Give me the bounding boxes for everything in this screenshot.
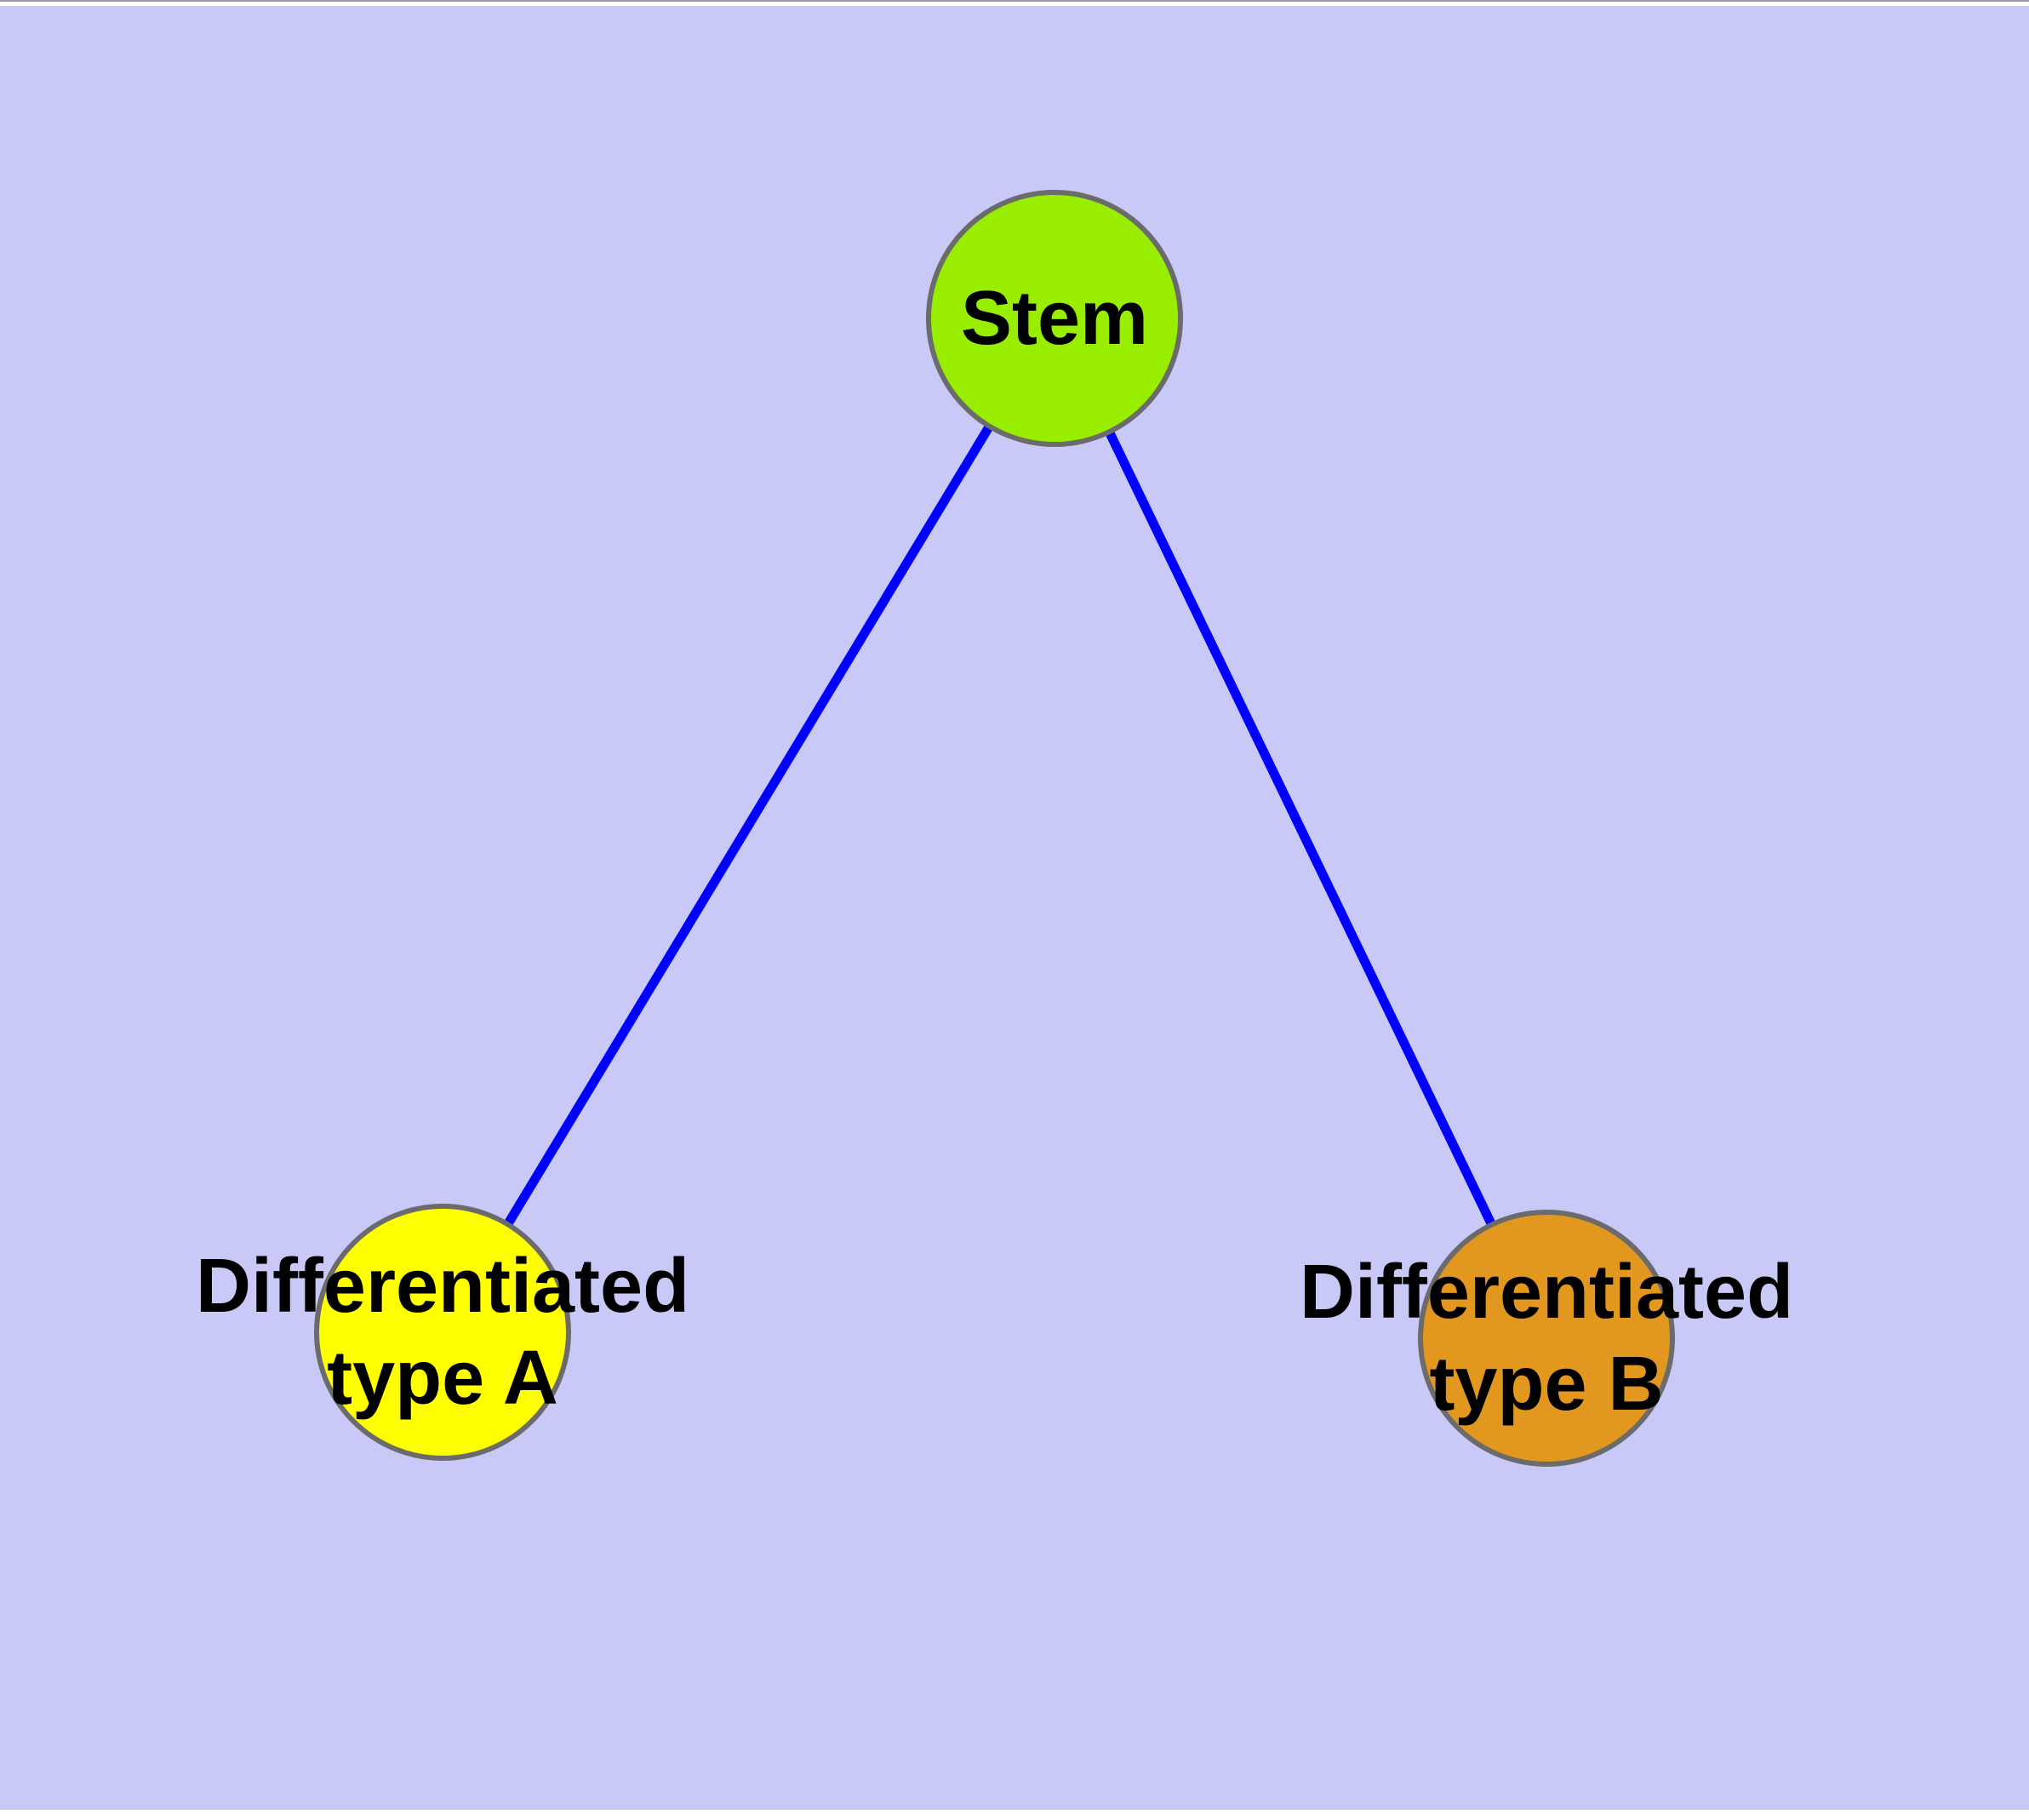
edge-stem-to-type-a <box>438 316 1059 1335</box>
edge-stem-to-type-b <box>1050 316 1551 1341</box>
label-line: type A <box>327 1336 558 1421</box>
node-type-b-label: Differentiated type B <box>1300 1246 1793 1430</box>
node-type-a-label: Differentiated type A <box>196 1240 689 1424</box>
label-line: Stem <box>960 276 1149 361</box>
window-top-edge <box>0 0 2029 2</box>
node-type-a-circle <box>314 1204 571 1461</box>
node-stem-label: Stem <box>961 272 1148 364</box>
label-line: Differentiated <box>1299 1250 1794 1335</box>
label-line: Differentiated <box>195 1244 690 1329</box>
node-type-b-circle <box>1418 1210 1675 1467</box>
node-stem-circle <box>926 190 1183 447</box>
label-line: type B <box>1429 1342 1664 1427</box>
